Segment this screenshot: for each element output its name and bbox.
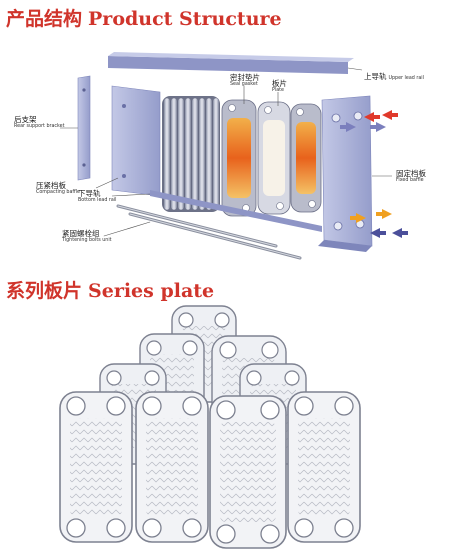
label-bottom-lead-rail-en: Bottom lead rail [78, 197, 117, 203]
upper-lead-rail [108, 52, 363, 74]
exploded-view-illustration [60, 52, 408, 260]
rear-support-bracket [60, 75, 91, 181]
series-plate-heading-en: Series plate [88, 280, 215, 302]
label-compacting-baffle-cn: 压紧档板 [36, 181, 66, 190]
series-plate-heading-cn: 系列板片 [6, 280, 83, 302]
plate-front-2 [135, 391, 209, 543]
label-fixed-baffle-cn: 固定档板 [396, 169, 426, 178]
label-compacting-baffle-en: Compacting baffle [36, 189, 80, 195]
bottom-lead-rail [111, 190, 322, 232]
plate-front-4 [287, 391, 361, 543]
series-plates-illustration [59, 305, 361, 549]
label-upper-lead-rail-cn: 上导轨 [364, 72, 387, 81]
tightening-bolts [103, 204, 302, 260]
label-seal-gasket-cn: 密封垫片 [230, 73, 260, 82]
label-rear-support-bracket-en: Rear support bracket [14, 123, 65, 129]
compacting-baffle [95, 85, 161, 197]
label-bottom-lead-rail-cn: 下导轨 [78, 189, 101, 198]
fixed-baffle [318, 95, 392, 252]
label-upper-lead-rail-en: Upper lead rail [388, 76, 424, 81]
exploded-plates [221, 86, 322, 217]
plate-front-3 [209, 395, 287, 549]
label-fixed-baffle-en: Fixed baffle [396, 177, 424, 183]
label-rear-support-bracket-cn: 后支架 [14, 115, 37, 124]
flow-arrows [340, 110, 408, 238]
product-structure-heading-cn: 产品结构 [6, 8, 83, 30]
label-seal-gasket-en: Seal gasket [230, 81, 258, 87]
label-plate-cn: 板片 [272, 79, 287, 88]
label-tightening-bolts-unit-en: Tightening bolts unit [62, 237, 112, 243]
product-structure-heading-en: Product Structure [88, 8, 282, 30]
label-tightening-bolts-unit-cn: 紧固螺栓组 [62, 229, 100, 238]
label-plate-en: Plate [272, 87, 284, 93]
plate-pack [162, 96, 220, 212]
plate-front-1 [59, 391, 133, 543]
